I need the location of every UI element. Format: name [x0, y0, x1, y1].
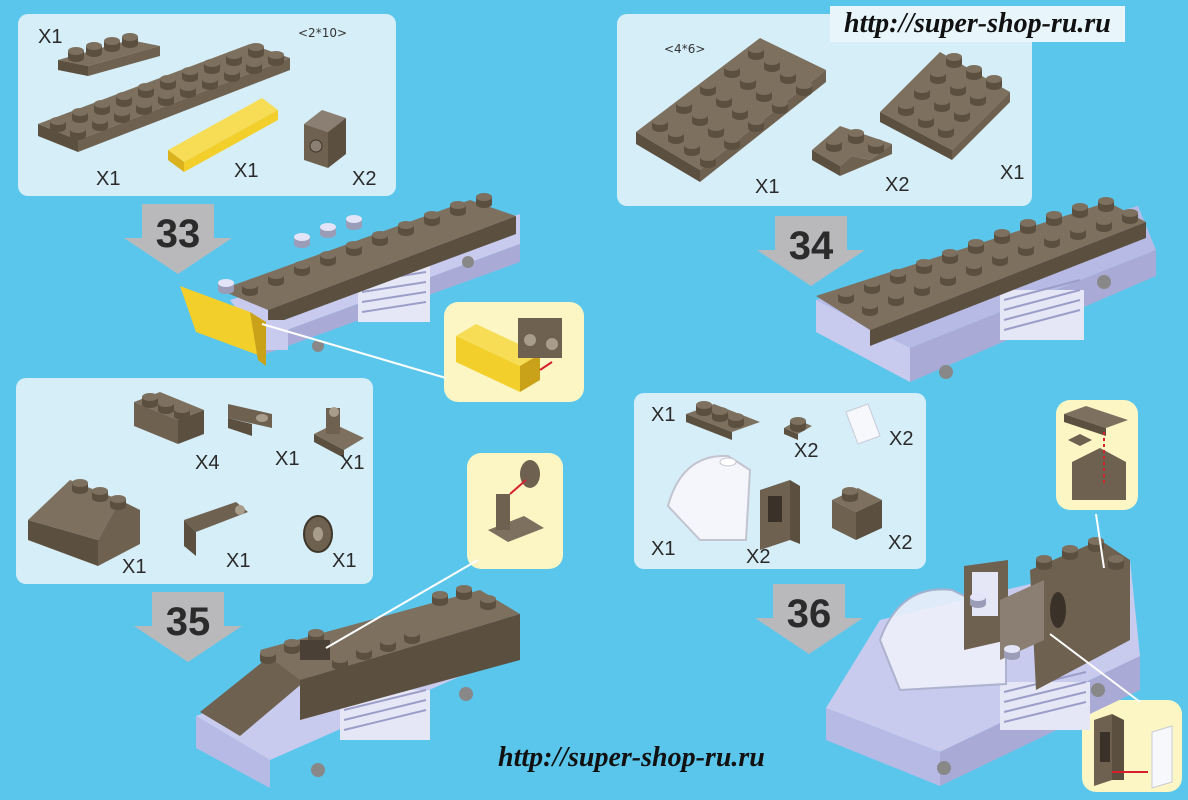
- watermark-url-top: http://super-shop-ru.ru: [830, 6, 1125, 42]
- qty-label: X1: [340, 452, 365, 474]
- watermark-url-bottom: http://super-shop-ru.ru: [498, 742, 765, 773]
- model-step-34: [816, 197, 1156, 382]
- callout-36-top-parts: [1064, 406, 1128, 500]
- plate-4x4-part: [880, 52, 1010, 160]
- qty-label: X1: [234, 160, 259, 182]
- qty-label: X1: [275, 448, 300, 470]
- qty-label: X1: [38, 26, 63, 48]
- qty-label: X2: [889, 428, 914, 450]
- size-note: <2*10>: [298, 26, 348, 40]
- callout-33-parts: [456, 318, 562, 392]
- brick-2x2-side-part: [832, 487, 882, 540]
- stud-1x1-part: [784, 417, 812, 440]
- plate-1x4-part: [686, 401, 760, 440]
- qty-label: X1: [1000, 162, 1025, 184]
- model-step-33: [180, 193, 520, 366]
- step-label: 35: [165, 600, 211, 644]
- size-note: <4*6>: [664, 42, 706, 56]
- step-label: 36: [786, 592, 832, 636]
- qty-label: X1: [122, 556, 147, 578]
- model-step-35: [196, 585, 520, 788]
- wheel-part: [303, 515, 333, 553]
- qty-label: X1: [651, 404, 676, 426]
- callout-33-pointer: [261, 323, 447, 379]
- qty-label: X1: [96, 168, 121, 190]
- window-frame-part: [760, 480, 800, 550]
- yellow-tile-part: [168, 98, 278, 172]
- qty-label: X2: [352, 168, 377, 190]
- step-arrow-icon: [134, 592, 242, 662]
- brick-1x1-side-part: [304, 110, 346, 168]
- callout-36-bottom-parts: [1094, 714, 1173, 789]
- brick-1x3-part: [134, 392, 204, 444]
- qty-label: X1: [755, 176, 780, 198]
- qty-label: X1: [332, 550, 357, 572]
- corner-plate-part: [812, 126, 892, 176]
- model-step-36: [826, 537, 1140, 786]
- step-arrow-icon: [755, 584, 863, 654]
- step-34-number: 34: [757, 216, 865, 286]
- step-arrow-icon: [124, 204, 232, 274]
- step-label: 34: [788, 224, 834, 268]
- clip-part: [184, 502, 248, 556]
- step-arrow-icon: [757, 216, 865, 286]
- glass-panel-part: [845, 403, 881, 445]
- parts-panel-step-33: [18, 14, 396, 196]
- qty-label: X2: [746, 546, 771, 568]
- callout-36-bottom-pointer: [1049, 633, 1141, 703]
- qty-label: X2: [885, 174, 910, 196]
- bracket-part: [228, 404, 272, 436]
- plate-2x10-part: [38, 43, 290, 152]
- windscreen-part: [666, 454, 752, 541]
- qty-label: X1: [651, 538, 676, 560]
- qty-label: X2: [794, 440, 819, 462]
- stand-part: [314, 407, 364, 458]
- qty-label: X4: [195, 452, 220, 474]
- callout-35-pointer: [325, 559, 479, 649]
- slope-part: [28, 479, 140, 566]
- callout-36-top-pointer: [1095, 513, 1105, 569]
- callout-step-35: [467, 453, 563, 569]
- plate-1x6-part: [58, 33, 160, 76]
- qty-label: X1: [226, 550, 251, 572]
- callout-35-parts: [488, 460, 544, 542]
- plate-4x6-part: [636, 38, 826, 182]
- step-35-number: 35: [134, 592, 242, 662]
- step-36-number: 36: [755, 584, 863, 654]
- step-33-number: 33: [124, 204, 232, 274]
- qty-label: X2: [888, 532, 913, 554]
- step-label: 33: [155, 212, 201, 256]
